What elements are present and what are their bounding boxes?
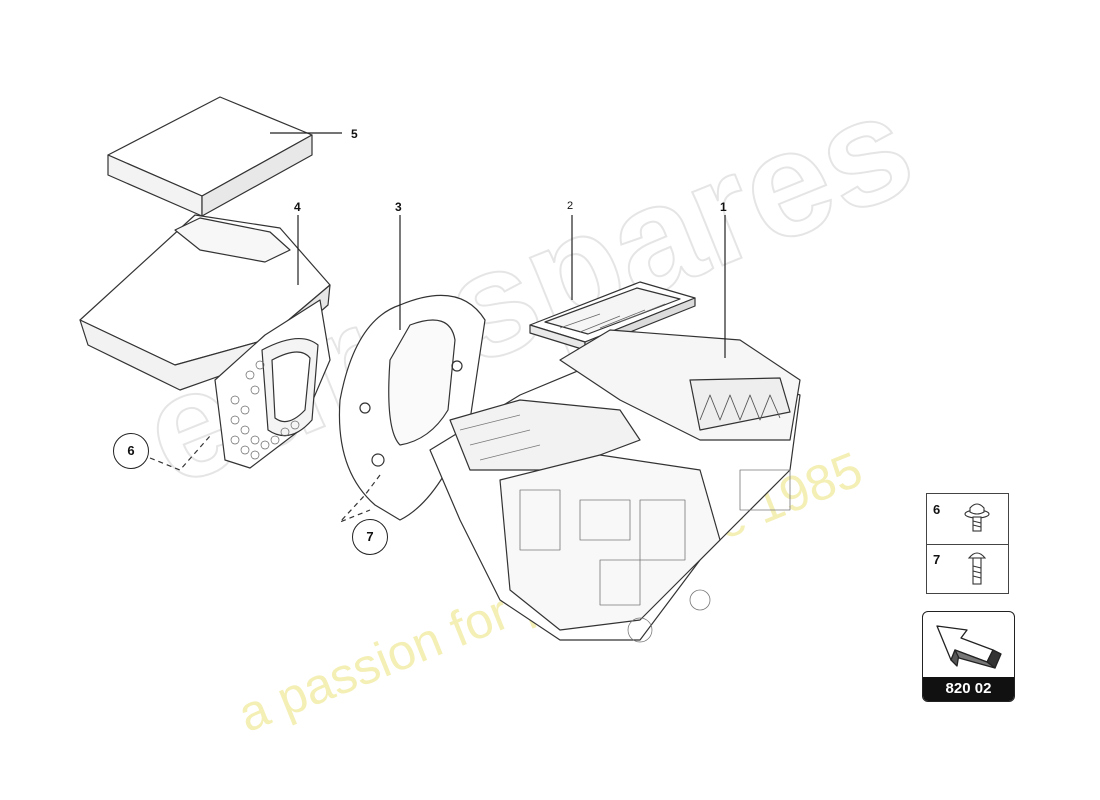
dash-6	[149, 435, 211, 471]
reference-code: 820 02	[923, 677, 1014, 701]
dash-7	[339, 474, 381, 523]
bolt-icon	[967, 552, 987, 585]
arrow-icon	[936, 625, 1002, 669]
callout-3: 3	[395, 200, 402, 214]
hardware-legend: 6 7	[926, 493, 1009, 594]
callout-7-circle: 7	[352, 519, 388, 555]
legend-number-6: 6	[933, 502, 941, 517]
part-4-housing	[79, 214, 331, 469]
legend-row-6: 6	[927, 494, 1008, 545]
legend-row-7: 7	[927, 544, 1008, 594]
callout-4: 4	[294, 200, 301, 214]
callout-2: 2	[567, 200, 574, 212]
flanged-screw-icon	[964, 503, 990, 532]
callout-5: 5	[351, 127, 358, 141]
callout-6-circle: 6	[113, 433, 149, 469]
legend-number-7: 7	[933, 552, 941, 567]
part-1-hvac-unit	[429, 329, 801, 643]
part-5-filter	[107, 96, 313, 217]
reference-box: 820 02	[922, 611, 1015, 702]
callout-1: 1	[720, 200, 727, 214]
